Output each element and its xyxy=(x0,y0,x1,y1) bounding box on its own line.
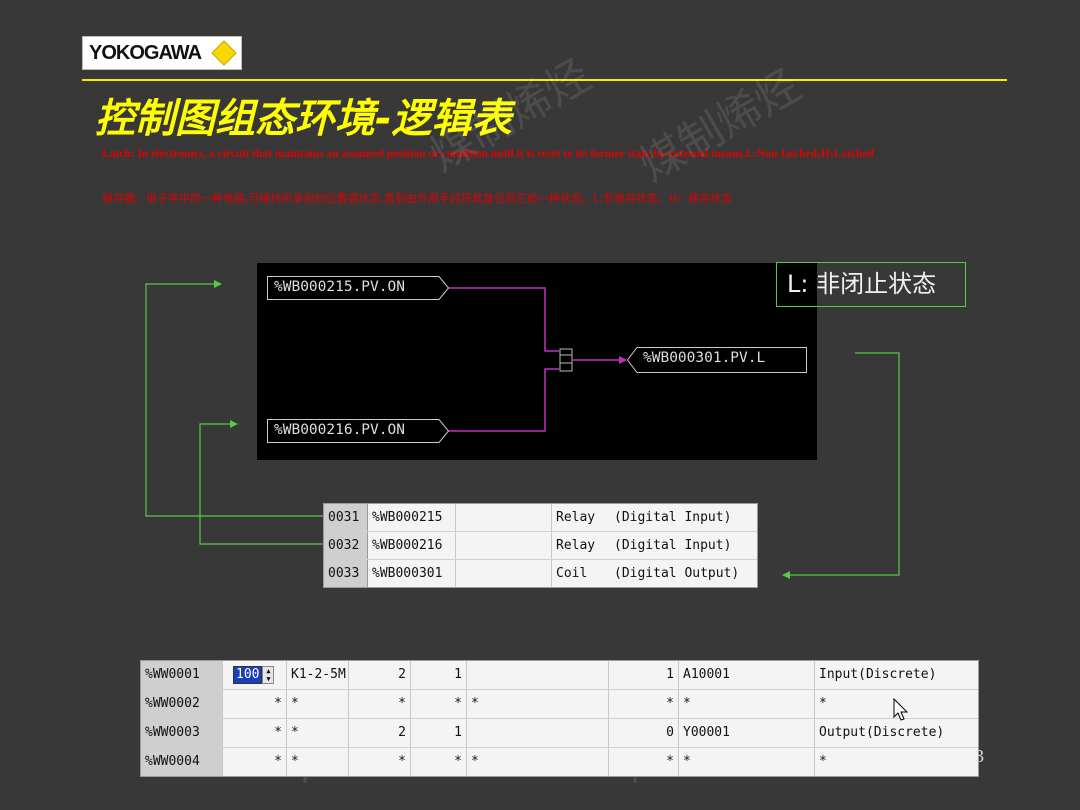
row-empty xyxy=(456,532,552,559)
cell-c8: * xyxy=(819,754,827,769)
cell-c7: * xyxy=(679,748,815,776)
cell-c2: * xyxy=(287,748,349,776)
row-empty xyxy=(456,560,552,587)
row-type: Relay xyxy=(556,510,596,525)
row-type: Coil xyxy=(556,566,588,581)
row-empty xyxy=(456,504,552,531)
cell-c3: * xyxy=(349,690,411,718)
row-tag: %WB000301 xyxy=(368,560,456,587)
logo-text: YOKOGAWA xyxy=(89,41,202,64)
cell-c7: A10001 xyxy=(679,661,815,689)
yokogawa-logo: YOKOGAWA xyxy=(82,36,242,70)
table-row[interactable]: 0031 %WB000215 Relay (Digital Input) xyxy=(324,504,757,532)
cell-c5: * xyxy=(467,690,609,718)
cell-c3: 2 xyxy=(349,719,411,747)
wires xyxy=(447,287,627,432)
logic-diagram: %WB000215.PV.ON %WB000216.PV.ON %WB00030… xyxy=(257,263,817,460)
input-tag-1[interactable]: %WB000215.PV.ON xyxy=(267,276,449,300)
cell-c7: * xyxy=(679,690,815,718)
row-id: %WW0004 xyxy=(141,748,223,776)
page-number: 3 xyxy=(975,746,984,766)
description-english: Latch: In electronics, a circuit that ma… xyxy=(102,148,874,160)
cell-c5 xyxy=(467,661,609,689)
cell-c4: * xyxy=(411,690,467,718)
cell-c4: 1 xyxy=(411,661,467,689)
row-desc: (Digital Input) xyxy=(614,538,732,553)
table-row[interactable]: %WW0001 100▲▼ K1-2-5M 2 1 1 A10001 Input… xyxy=(141,661,978,690)
logo-diamond-icon xyxy=(211,40,237,66)
table-row[interactable]: %WW0004 * * * * * * * * xyxy=(141,748,978,776)
cell-c2: * xyxy=(287,719,349,747)
cell-c7: Y00001 xyxy=(679,719,815,747)
io-table: 0031 %WB000215 Relay (Digital Input) 003… xyxy=(323,503,758,588)
cell-c3: * xyxy=(349,748,411,776)
cell-c1: * xyxy=(223,690,287,718)
value-stepper[interactable]: 100▲▼ xyxy=(223,661,287,689)
cell-c4: * xyxy=(411,748,467,776)
row-id: 0032 xyxy=(324,532,368,559)
cell-c8: Input(Discrete) xyxy=(819,667,937,682)
cell-c8: * xyxy=(819,696,827,711)
row-id: %WW0002 xyxy=(141,690,223,718)
output-tag[interactable]: %WB000301.PV.L xyxy=(627,347,807,373)
input-tag-2[interactable]: %WB000216.PV.ON xyxy=(267,419,449,443)
row-desc: (Digital Output) xyxy=(614,566,740,581)
table-row[interactable]: 0032 %WB000216 Relay (Digital Input) xyxy=(324,532,757,560)
cell-c3: 2 xyxy=(349,661,411,689)
table-row[interactable]: %WW0002 * * * * * * * * xyxy=(141,690,978,719)
row-id: 0033 xyxy=(324,560,368,587)
row-tag: %WB000215 xyxy=(368,504,456,531)
title-rule xyxy=(82,79,1007,81)
cell-c4: 1 xyxy=(411,719,467,747)
cell-c2: K1-2-5M xyxy=(287,661,349,689)
table-row[interactable]: 0033 %WB000301 Coil (Digital Output) xyxy=(324,560,757,587)
cell-c1: * xyxy=(223,719,287,747)
cell-c5 xyxy=(467,719,609,747)
row-desc: (Digital Input) xyxy=(614,510,732,525)
mouse-cursor-icon xyxy=(893,698,909,721)
watermark: 煤制烯烃 xyxy=(631,59,810,192)
row-id: 0031 xyxy=(324,504,368,531)
cell-c5: * xyxy=(467,748,609,776)
page-title: 控制图组态环境-逻辑表 xyxy=(95,96,512,142)
input-tag-1-label: %WB000215.PV.ON xyxy=(274,279,405,295)
latch-state-callout: L: 非闭止状态 xyxy=(776,262,966,307)
cell-c6: * xyxy=(609,748,679,776)
row-id: %WW0001 xyxy=(141,661,223,689)
input-tag-2-label: %WB000216.PV.ON xyxy=(274,422,405,438)
description-chinese: 锁存器：电子学中的一种电路,可维持所承担的位置或状态,直到由外部手段将其复位到它… xyxy=(102,192,733,205)
stepper-value: 100 xyxy=(233,666,263,684)
cell-c6: 0 xyxy=(609,719,679,747)
cell-c2: * xyxy=(287,690,349,718)
cell-c8: Output(Discrete) xyxy=(819,725,945,740)
cell-c6: * xyxy=(609,690,679,718)
cell-c1: * xyxy=(223,748,287,776)
row-type: Relay xyxy=(556,538,596,553)
row-id: %WW0003 xyxy=(141,719,223,747)
row-tag: %WB000216 xyxy=(368,532,456,559)
stepper-arrows-icon[interactable]: ▲▼ xyxy=(262,665,275,684)
output-tag-label: %WB000301.PV.L xyxy=(643,350,766,366)
ww-table: %WW0001 100▲▼ K1-2-5M 2 1 1 A10001 Input… xyxy=(140,660,979,777)
table-row[interactable]: %WW0003 * * 2 1 0 Y00001 Output(Discrete… xyxy=(141,719,978,748)
cell-c6: 1 xyxy=(609,661,679,689)
